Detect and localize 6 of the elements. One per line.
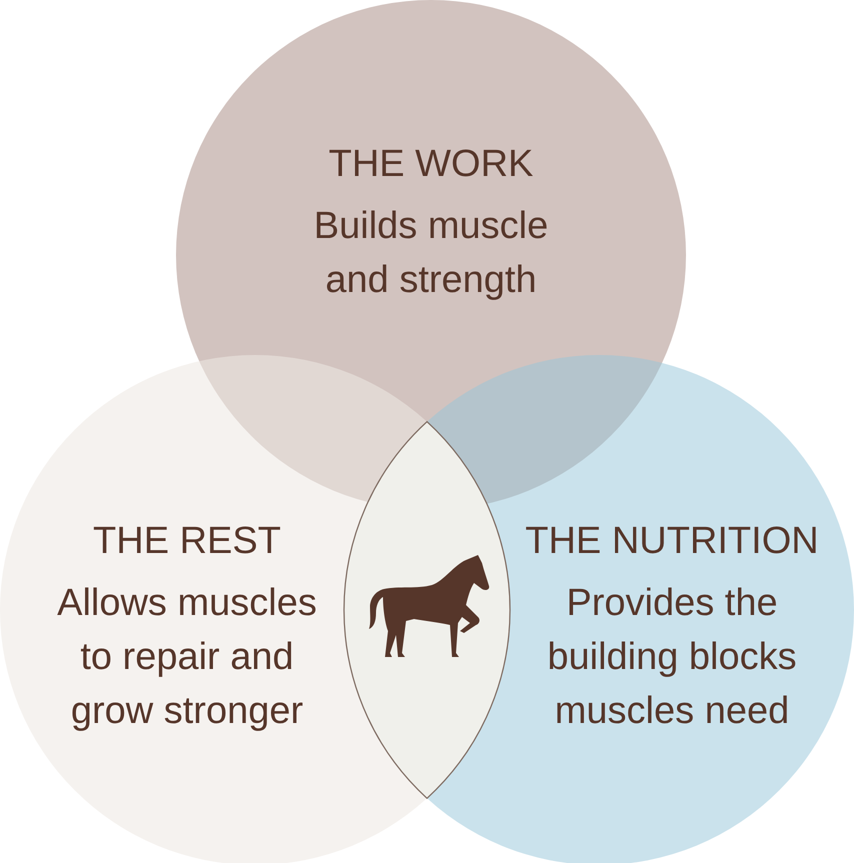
circle-heading: THE REST bbox=[93, 519, 281, 564]
circle-heading: THE WORK bbox=[328, 142, 534, 187]
circle-text: Provides the building blocks muscles need bbox=[546, 581, 798, 734]
circle-heading: THE NUTRITION bbox=[525, 519, 819, 564]
circle-text: Builds muscle and strength bbox=[312, 204, 550, 303]
circle-text: Allows muscles to repair and grow stronger bbox=[56, 581, 318, 734]
